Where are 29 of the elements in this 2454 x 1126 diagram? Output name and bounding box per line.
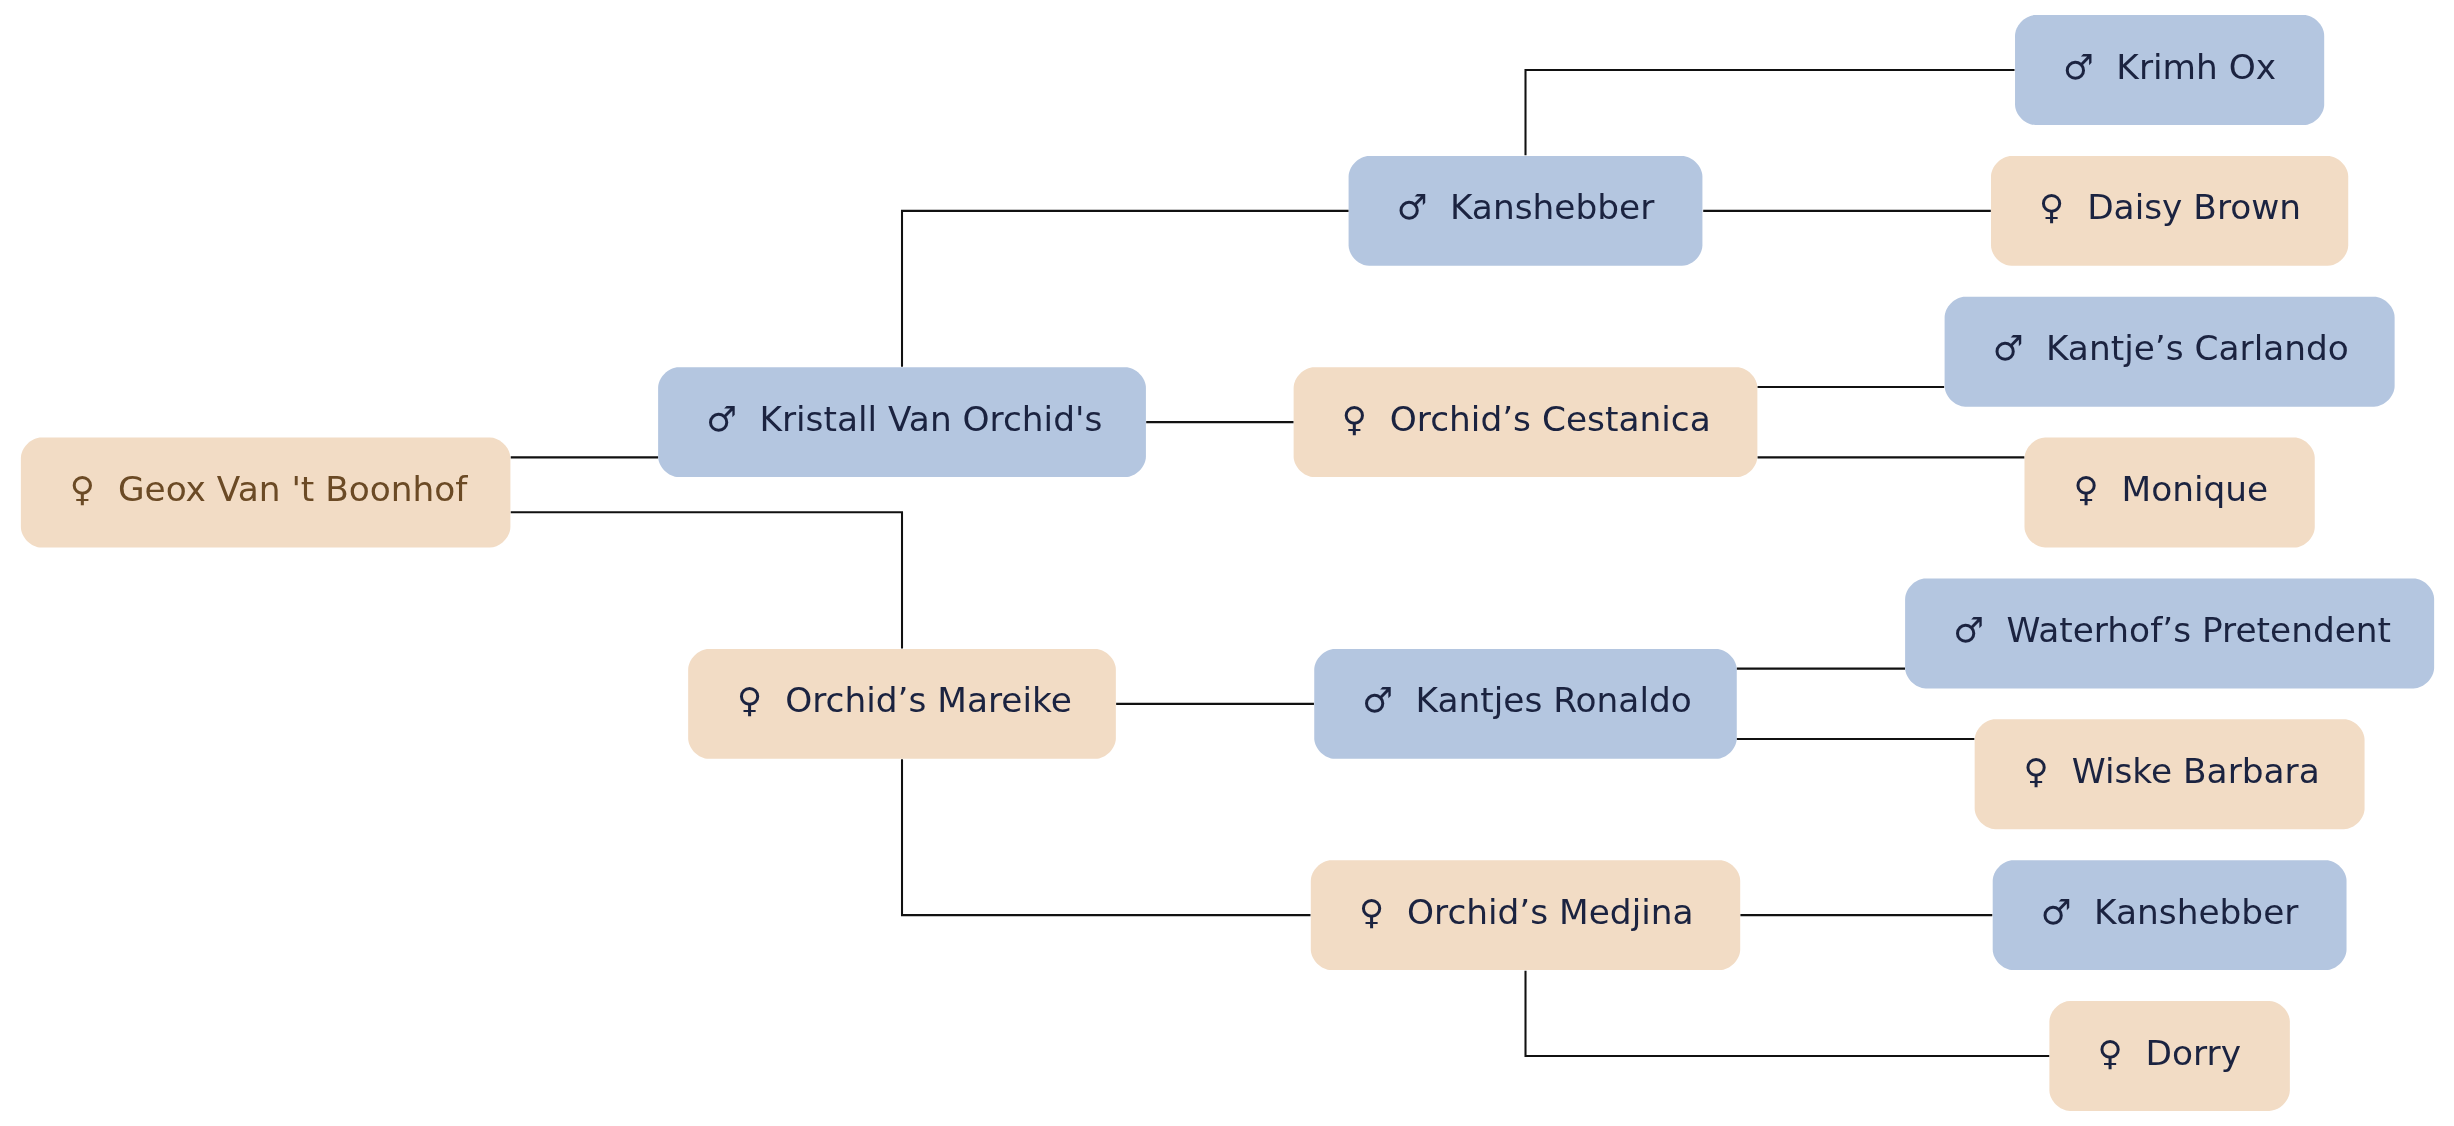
connector bbox=[1524, 69, 2014, 156]
node-box: ♀ Orchid’s Medjina bbox=[1310, 860, 1740, 971]
node-box: ♂ Kantjes Ronaldo bbox=[1313, 648, 1737, 759]
connector bbox=[900, 209, 1348, 367]
connector bbox=[510, 511, 903, 649]
connector bbox=[1757, 456, 2024, 459]
node-box: ♀ Orchid’s Mareike bbox=[687, 648, 1116, 759]
connector bbox=[1702, 209, 1991, 212]
node-box: ♂ Kristall Van Orchid's bbox=[657, 367, 1146, 478]
connector bbox=[900, 759, 1310, 917]
connector bbox=[1739, 914, 1992, 917]
node-box: ♂ Kanshebber bbox=[1348, 155, 1702, 266]
connector bbox=[510, 456, 658, 459]
node-box: ♂ Kantje’s Carlando bbox=[1944, 296, 2395, 407]
node-box: ♀ Wiske Barbara bbox=[1974, 719, 2365, 830]
connector bbox=[1757, 385, 1944, 388]
node-box: ♀ Monique bbox=[2024, 437, 2315, 548]
connector bbox=[1524, 970, 2049, 1057]
connector bbox=[1736, 738, 1974, 741]
connector bbox=[1115, 702, 1314, 705]
node-box: ♀ Dorry bbox=[2048, 1001, 2290, 1111]
node-box: ♂ Waterhof’s Pretendent bbox=[1904, 578, 2434, 689]
node-box: ♀ Geox Van 't Boonhof bbox=[20, 437, 510, 548]
node-box: ♀ Daisy Brown bbox=[1990, 155, 2348, 266]
node-box: ♀ Orchid’s Cestanica bbox=[1293, 367, 1757, 478]
node-box: ♂ Krimh Ox bbox=[2014, 15, 2324, 125]
connector bbox=[1736, 667, 1905, 670]
node-box: ♂ Kanshebber bbox=[1992, 860, 2347, 971]
connector bbox=[1145, 421, 1293, 424]
